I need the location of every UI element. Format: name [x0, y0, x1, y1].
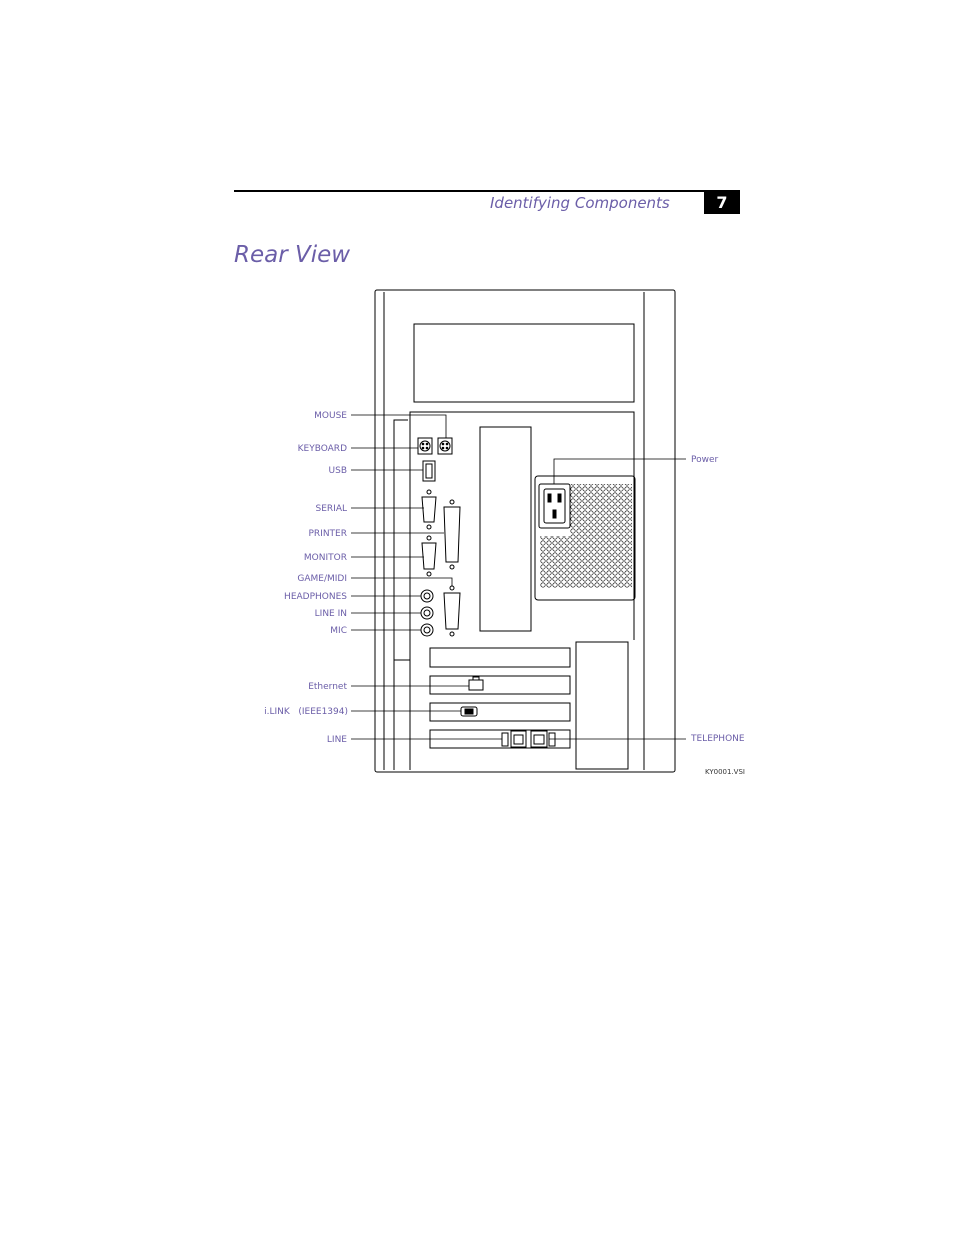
usb-port-icon	[422, 460, 436, 482]
monitor-port-icon	[421, 535, 437, 577]
figure-code: KY0001.VSI	[705, 768, 745, 776]
power-inlet-icon	[538, 483, 571, 529]
serial-port-icon	[421, 489, 437, 530]
mic-jack-icon	[420, 623, 434, 637]
label-monitor: MONITOR	[304, 553, 347, 563]
label-power: Power	[691, 455, 719, 465]
case-outline	[374, 289, 676, 773]
label-mouse: MOUSE	[314, 411, 347, 421]
page-number: 7	[704, 191, 740, 214]
label-ethernet: Ethernet	[308, 682, 347, 692]
label-line: LINE	[327, 735, 347, 745]
modem-ports-icon	[501, 730, 556, 748]
label-printer: PRINTER	[308, 529, 347, 539]
header-rule	[234, 190, 740, 192]
audio-jacks	[420, 589, 434, 637]
label-headphones: HEADPHONES	[284, 592, 347, 602]
ps2-mouse-icon	[437, 437, 453, 455]
line-in-jack-icon	[420, 606, 434, 620]
game-midi-port-icon	[443, 585, 461, 637]
label-serial: SERIAL	[316, 504, 347, 514]
ethernet-port-icon	[468, 676, 484, 691]
running-header-title: Identifying Components	[490, 194, 670, 212]
label-line-in: LINE IN	[315, 609, 347, 619]
label-keyboard: KEYBOARD	[298, 444, 347, 454]
page-heading: Rear View	[234, 242, 351, 268]
power-supply	[534, 475, 636, 601]
label-game-midi: GAME/MIDI	[297, 574, 347, 584]
label-ilink: i.LINK (IEEE1394)	[264, 707, 348, 717]
headphones-jack-icon	[420, 589, 434, 603]
label-telephone: TELEPHONE	[690, 734, 745, 744]
label-mic: MIC	[330, 626, 347, 636]
leader-lines	[351, 414, 686, 740]
printer-port-icon	[443, 499, 461, 570]
label-usb: USB	[329, 466, 347, 476]
ilink-port-icon	[460, 706, 478, 717]
ps2-keyboard-icon	[417, 437, 433, 455]
